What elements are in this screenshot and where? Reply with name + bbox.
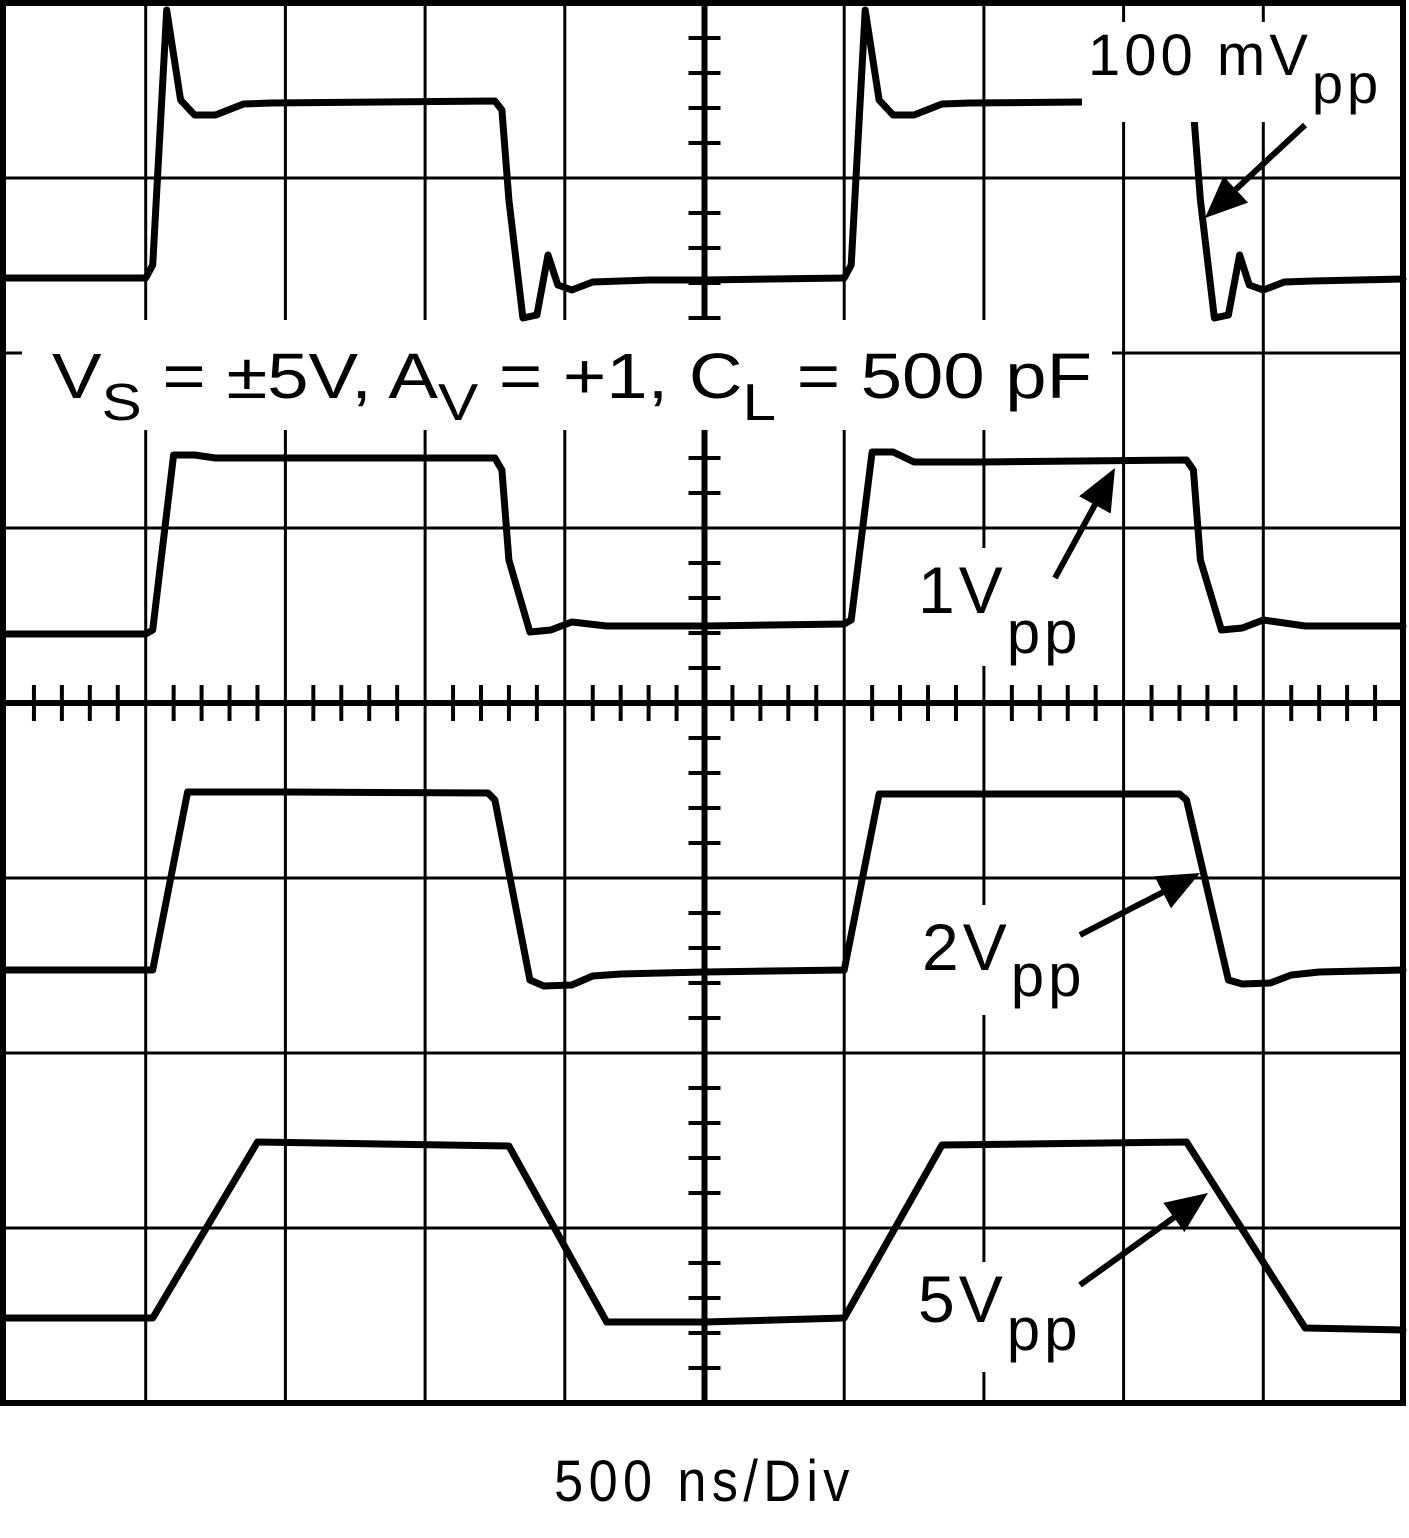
- trace-1-vpp: [2, 448, 1407, 638]
- trace-5-vpp: [2, 1138, 1407, 1334]
- arrow-head-icon: [1205, 176, 1249, 218]
- plot-frame: [0, 0, 1406, 1406]
- trace-2-vpp: [2, 788, 1407, 990]
- arrow-shaft: [1078, 1215, 1176, 1288]
- arrow-head-icon: [1079, 468, 1115, 514]
- waveform-traces: [2, 6, 1407, 1334]
- label-bg-1v: [915, 548, 1075, 666]
- arrow-shaft: [1233, 122, 1308, 192]
- label-bg-5v: [915, 1262, 1087, 1372]
- label-bg-2v: [920, 905, 1090, 1015]
- label-2vpp: 2Vpp: [922, 910, 1085, 1009]
- trace-100-mvpp: [2, 6, 1407, 322]
- label-100mvpp: 100 mVpp: [1088, 23, 1382, 115]
- arrow-shaft: [1078, 889, 1165, 938]
- label-bg-100mv: [1082, 22, 1387, 122]
- label-1vpp: 1Vpp: [918, 553, 1081, 666]
- x-axis-label: 500 ns/Div: [554, 1449, 855, 1514]
- label-5vpp: 5Vpp: [918, 1262, 1081, 1363]
- title-background: [22, 320, 1112, 430]
- center-axes: [6, 3, 1403, 1403]
- annotation-arrows: [1052, 122, 1308, 1288]
- arrow-shaft: [1052, 503, 1098, 580]
- axis-ticks: [31, 36, 1378, 1370]
- arrow-head-icon: [1154, 873, 1200, 909]
- arrow-head-icon: [1163, 1193, 1208, 1233]
